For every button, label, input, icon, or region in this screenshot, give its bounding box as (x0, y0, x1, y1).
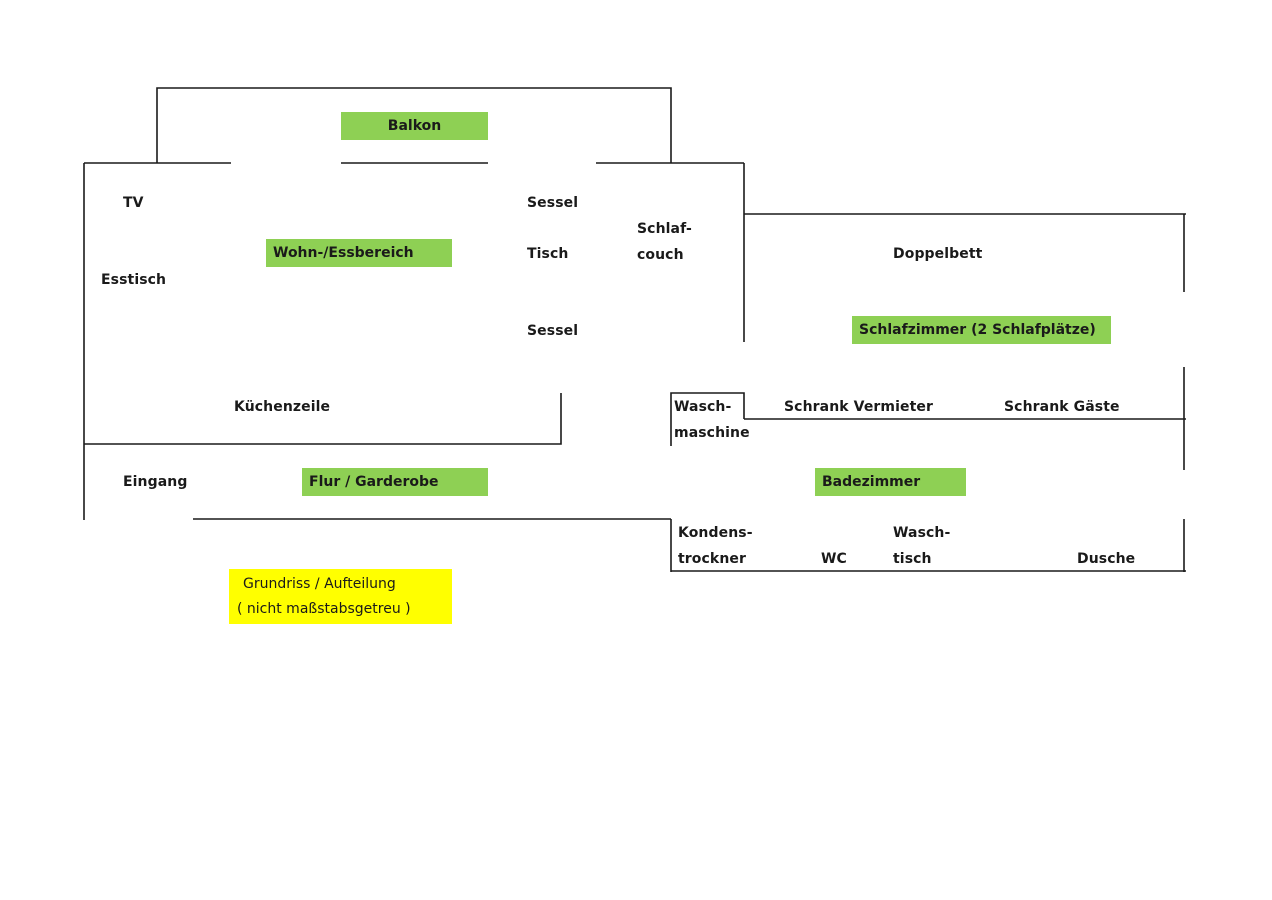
label-sessel-top: Sessel (527, 195, 579, 211)
label-waschtisch: Wasch- tisch (893, 520, 950, 572)
label-waschmaschine-line2: maschine (674, 425, 750, 441)
label-schlafcouch-line2: couch (637, 247, 684, 263)
label-sessel-bottom: Sessel (527, 323, 579, 339)
label-waschtisch-line2: tisch (893, 551, 932, 567)
room-label-flur-garderobe: Flur / Garderobe (302, 468, 488, 496)
label-wc: WC (821, 551, 847, 567)
note-line1: Grundriss / Aufteilung (243, 576, 396, 592)
label-tisch: Tisch (527, 246, 569, 262)
room-label-schlafzimmer: Schlafzimmer (2 Schlafplätze) (852, 316, 1111, 344)
label-kondenstrockner: Kondens- trockner (678, 520, 753, 572)
label-tv: TV (123, 195, 144, 211)
label-waschtisch-line1: Wasch- (893, 525, 951, 541)
label-waschmaschine: Wasch- maschine (674, 394, 750, 446)
note-line2: ( nicht maßstabsgetreu ) (237, 601, 411, 617)
label-schlafcouch: Schlaf- couch (637, 216, 692, 268)
label-schrank-gaeste: Schrank Gäste (1004, 399, 1120, 415)
balcony-wall (156, 87, 672, 163)
room-label-badezimmer: Badezimmer (815, 468, 966, 496)
label-eingang: Eingang (123, 474, 188, 490)
room-label-balkon: Balkon (341, 112, 488, 140)
label-kuechenzeile: Küchenzeile (234, 399, 331, 415)
label-kondenstrockner-line1: Kondens- (678, 525, 753, 541)
label-dusche: Dusche (1077, 551, 1136, 567)
label-waschmaschine-line1: Wasch- (674, 399, 732, 415)
floor-plan-note: Grundriss / Aufteilung ( nicht maßstabsg… (229, 569, 452, 624)
label-kondenstrockner-line2: trockner (678, 551, 746, 567)
label-doppelbett: Doppelbett (893, 246, 983, 262)
label-schlafcouch-line1: Schlaf- (637, 221, 692, 237)
room-label-wohn-essbereich: Wohn-/Essbereich (266, 239, 452, 267)
label-esstisch: Esstisch (101, 272, 167, 288)
label-schrank-vermieter: Schrank Vermieter (784, 399, 933, 415)
washing-machine-box (670, 392, 745, 446)
kitchen-wall (84, 393, 562, 445)
